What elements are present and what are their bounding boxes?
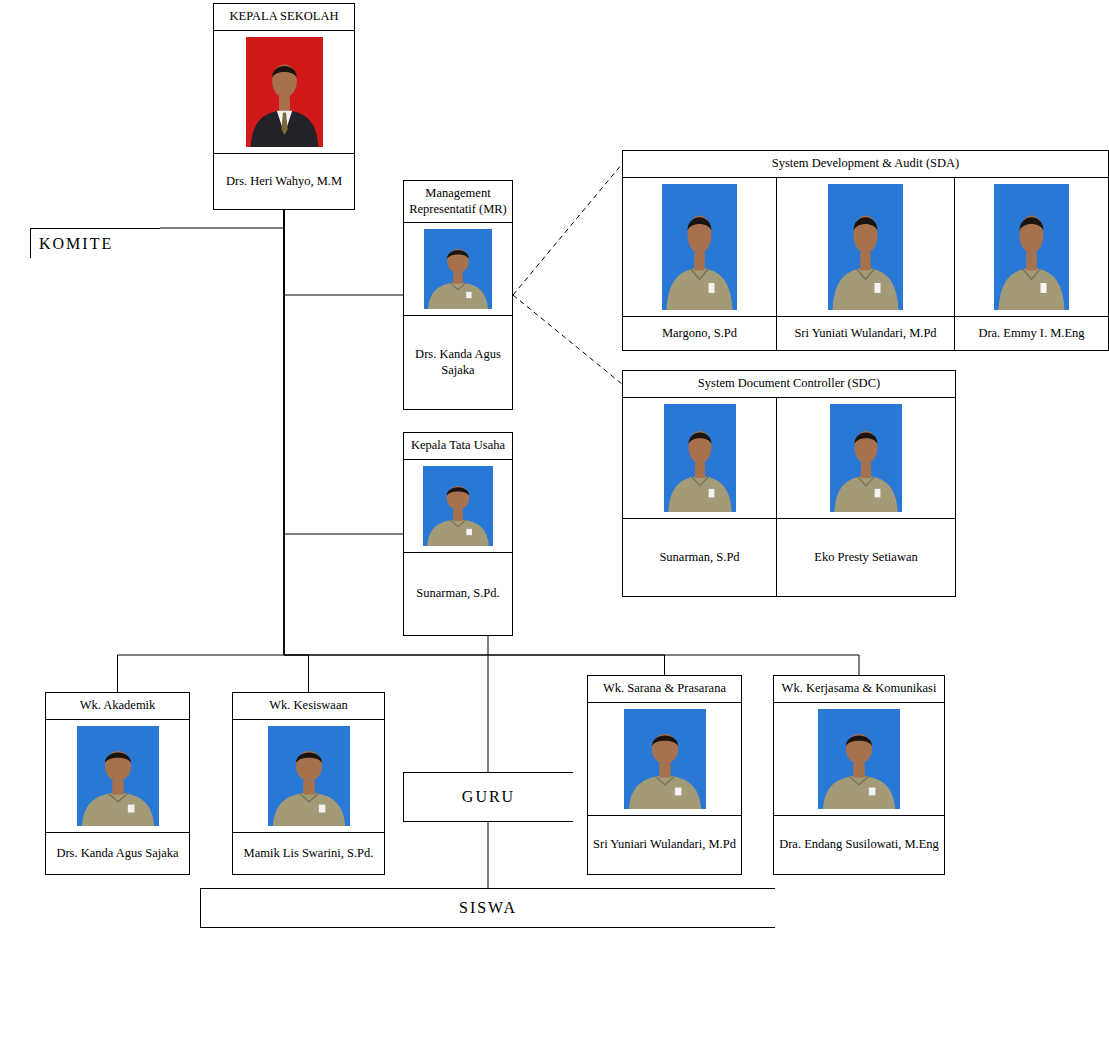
role-title: Wk. Kesiswaan — [233, 693, 384, 720]
portrait-photo — [662, 184, 737, 310]
person-name: Sri Yuniati Wulandari, M.Pd — [777, 316, 954, 350]
person-box: Management Representatif (MR) Drs. Kanda … — [403, 180, 513, 410]
connectors — [118, 164, 860, 888]
connector-line — [284, 210, 665, 675]
person-name: Drs. Heri Wahyo, M.M — [214, 153, 354, 209]
role-title: Wk. Kerjasama & Komunikasi — [774, 676, 944, 703]
connector-line — [160, 210, 284, 228]
photo-frame — [623, 398, 776, 518]
portrait-photo — [624, 709, 706, 809]
student-band: SISWA — [200, 888, 775, 928]
head-box: KEPALA SEKOLAH Drs. Heri Wahyo, M.M — [213, 3, 355, 210]
band-label: GURU — [454, 783, 523, 811]
committee-box: KOMITE — [30, 228, 160, 258]
portrait-photo — [423, 466, 493, 546]
band-label: KOMITE — [31, 230, 121, 258]
connector-line — [284, 210, 403, 295]
portrait-photo — [664, 404, 736, 512]
person-name: Dra. Endang Susilowati, M.Eng — [774, 815, 944, 874]
photo-frame — [214, 31, 354, 153]
teacher-band: GURU — [403, 772, 573, 822]
portrait-photo — [830, 404, 902, 512]
photo-frame — [46, 720, 189, 832]
connector-line — [488, 822, 489, 888]
group-title: System Development & Audit (SDA) — [623, 151, 1108, 178]
person-box: Sunarman, S.Pd — [623, 398, 777, 596]
photo-frame — [777, 398, 955, 518]
role-title: KEPALA SEKOLAH — [214, 4, 354, 31]
person-box: Wk. Kerjasama & KomunikasiDra. Endang Su… — [773, 675, 945, 875]
photo-frame — [404, 460, 512, 552]
group-box: System Document Controller (SDC) Sunarman… — [622, 370, 956, 597]
connector-line — [284, 210, 403, 534]
person-name: Eko Presty Setiawan — [777, 518, 955, 596]
person-name: Sri Yuniari Wulandari, M.Pd — [588, 815, 741, 874]
person-name: Margono, S.Pd — [623, 316, 776, 350]
connector-line — [118, 210, 285, 692]
portrait-photo — [828, 184, 903, 310]
person-box: Eko Presty Setiawan — [777, 398, 955, 596]
photo-frame — [404, 223, 512, 315]
role-title: Wk. Sarana & Prasarana — [588, 676, 741, 703]
connector-line — [513, 164, 622, 295]
photo-frame — [774, 703, 944, 815]
person-name: Mamik Lis Swarini, S.Pd. — [233, 832, 384, 874]
person-name: Drs. Kanda Agus Sajaka — [404, 315, 512, 409]
portrait-photo — [77, 726, 159, 826]
group-box: System Development & Audit (SDA) Margono,… — [622, 150, 1109, 351]
portrait-photo — [246, 37, 323, 147]
photo-frame — [588, 703, 741, 815]
person-name: Drs. Kanda Agus Sajaka — [46, 832, 189, 874]
person-box: Wk. KesiswaanMamik Lis Swarini, S.Pd. — [232, 692, 385, 875]
connector-line — [513, 295, 622, 384]
band-label: SISWA — [451, 894, 525, 922]
portrait-photo — [268, 726, 350, 826]
photo-frame — [233, 720, 384, 832]
role-title: Management Representatif (MR) — [404, 181, 512, 223]
person-name: Sunarman, S.Pd. — [404, 552, 512, 635]
connector-line — [284, 210, 309, 692]
person-name: Dra. Emmy I. M.Eng — [955, 316, 1108, 350]
connector-line — [488, 636, 489, 772]
person-box: Wk. AkademikDrs. Kanda Agus Sajaka — [45, 692, 190, 875]
person-box: Wk. Sarana & PrasaranaSri Yuniari Wuland… — [587, 675, 742, 875]
person-box: Dra. Emmy I. M.Eng — [955, 178, 1108, 350]
portrait-photo — [994, 184, 1069, 310]
person-box: Margono, S.Pd — [623, 178, 777, 350]
photo-frame — [623, 178, 776, 316]
photo-frame — [955, 178, 1108, 316]
portrait-photo — [424, 229, 492, 309]
person-box: Sri Yuniati Wulandari, M.Pd — [777, 178, 955, 350]
role-title: Wk. Akademik — [46, 693, 189, 720]
person-box: Kepala Tata UsahaSunarman, S.Pd. — [403, 432, 513, 636]
photo-frame — [777, 178, 954, 316]
person-name: Sunarman, S.Pd — [623, 518, 776, 596]
portrait-photo — [818, 709, 900, 809]
role-title: Kepala Tata Usaha — [404, 433, 512, 460]
group-title: System Document Controller (SDC) — [623, 371, 955, 398]
